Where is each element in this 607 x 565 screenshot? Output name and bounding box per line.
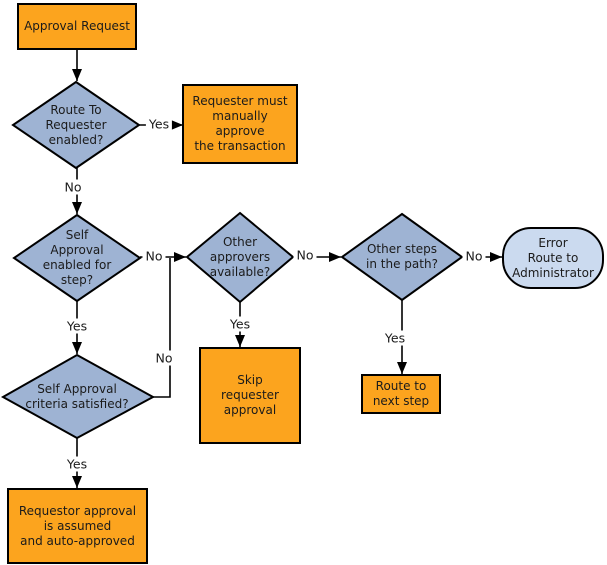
process-approval-request bbox=[17, 3, 137, 50]
edge-label-route-no: No bbox=[61, 179, 85, 195]
terminal-error-route-admin bbox=[502, 227, 604, 289]
decision-self-approval-enabled bbox=[12, 213, 142, 303]
edge-label-selfenabled-yes: Yes bbox=[63, 318, 91, 334]
edge-label-criteria-yes: Yes bbox=[63, 456, 91, 472]
edge-label-othersteps-no: No bbox=[462, 248, 486, 264]
edge-label-othersteps-yes: Yes bbox=[381, 330, 409, 346]
edge-label-criteria-no: No bbox=[152, 350, 176, 366]
decision-other-approvers bbox=[185, 211, 295, 304]
process-requester-manual-approve bbox=[182, 84, 298, 164]
process-requestor-auto-approved bbox=[7, 488, 148, 564]
edge-label-selfenabled-no: No bbox=[142, 248, 166, 264]
decision-route-to-requester bbox=[11, 80, 141, 170]
edge-label-route-yes: Yes bbox=[145, 116, 173, 132]
edge-label-otherapprovers-yes: Yes bbox=[226, 316, 254, 332]
line-criteria-no-loop bbox=[153, 258, 171, 398]
decision-other-steps bbox=[340, 212, 464, 302]
edge-label-otherapprovers-no: No bbox=[293, 247, 317, 263]
process-route-next-step bbox=[361, 374, 441, 414]
decision-self-approval-criteria bbox=[0, 353, 156, 440]
process-skip-requester-approval bbox=[199, 347, 301, 444]
